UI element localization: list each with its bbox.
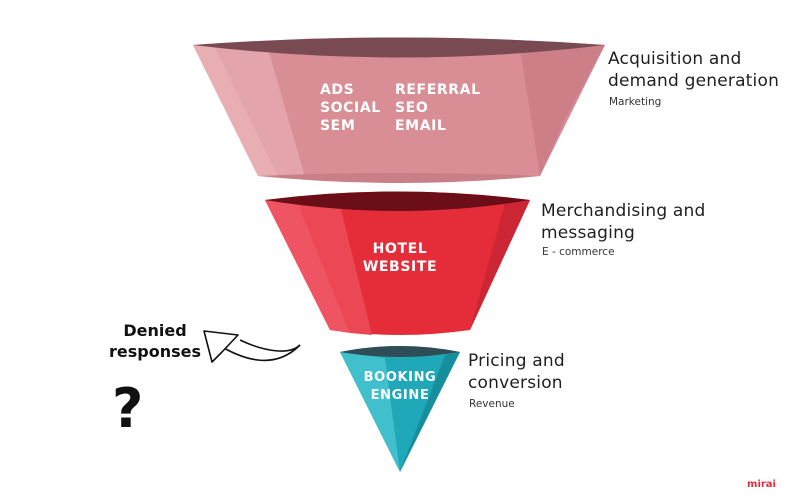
channel-seo: SEO	[395, 100, 429, 116]
channel-email: EMAIL	[395, 118, 447, 134]
stage-title-revenue: Pricing and conversion	[468, 350, 565, 394]
hotel-website-line1: HOTEL	[372, 241, 428, 257]
booking-engine-label: BOOKING ENGINE	[340, 369, 460, 405]
stage-title-revenue-line2: conversion	[468, 373, 563, 393]
channel-referral: REFERRAL	[395, 82, 481, 98]
channel-social: SOCIAL	[320, 100, 381, 116]
marketing-channels-right: REFERRAL SEO EMAIL	[395, 81, 481, 135]
stage-title-marketing-line2: demand generation	[608, 71, 780, 91]
booking-engine-line2: ENGINE	[370, 388, 430, 403]
channel-sem: SEM	[320, 118, 356, 134]
hotel-website-line2: WEBSITE	[362, 259, 438, 275]
question-mark-icon: ?	[112, 377, 144, 440]
stage-title-revenue-line1: Pricing and	[468, 351, 565, 371]
stage-title-ecommerce-line2: messaging	[541, 223, 636, 243]
stage-title-ecommerce-line1: Merchandising and	[541, 201, 706, 221]
stage-subtitle-revenue: Revenue	[469, 398, 515, 410]
funnel-stage-ecommerce	[265, 191, 530, 335]
funnel-stage-revenue	[340, 346, 460, 472]
stage-subtitle-ecommerce: E - commerce	[542, 246, 615, 258]
funnel-stage-marketing	[193, 37, 605, 183]
hotel-website-label: HOTEL WEBSITE	[320, 240, 480, 276]
channel-ads: ADS	[320, 82, 355, 98]
brand-logo: mirai	[747, 479, 776, 490]
stage-title-ecommerce: Merchandising and messaging	[541, 200, 706, 244]
denied-responses-label: Denied responses	[80, 320, 230, 362]
booking-engine-line1: BOOKING	[363, 370, 437, 385]
denied-line1: Denied	[123, 321, 187, 340]
stage-title-marketing-line1: Acquisition and	[608, 49, 742, 69]
denied-line2: responses	[109, 342, 201, 361]
stage-title-marketing: Acquisition and demand generation	[608, 48, 779, 92]
marketing-channels-left: ADS SOCIAL SEM	[320, 81, 381, 135]
stage-subtitle-marketing: Marketing	[609, 96, 662, 108]
curved-arrow-left-icon	[203, 330, 305, 365]
